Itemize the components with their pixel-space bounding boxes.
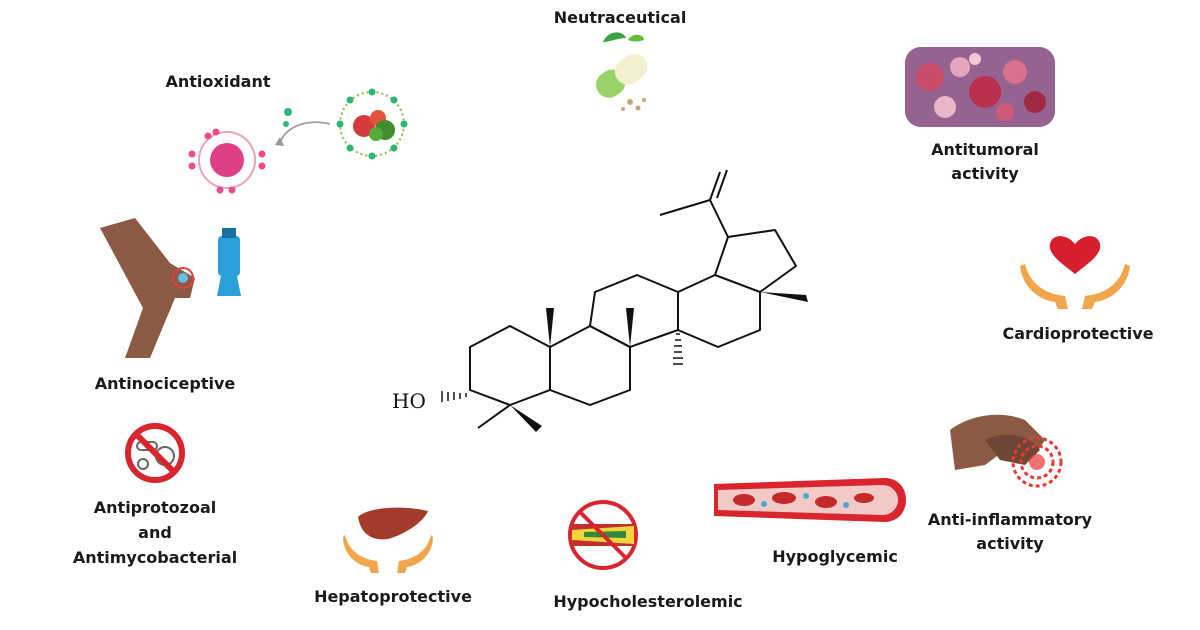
label-hepatoprotective: Hepatoprotective [314, 587, 472, 606]
knee-pain-cream-icon [100, 218, 241, 358]
hydroxyl-label: HO [392, 389, 426, 413]
label-antinociceptive: Antinociceptive [94, 374, 236, 393]
label-hypocholesterolemic: Hypocholesterolemic [553, 592, 743, 611]
antioxidant-atom-icon [188, 88, 408, 194]
label-antioxidant: Antioxidant [165, 72, 271, 91]
label-hypoglycemic: Hypoglycemic [772, 547, 898, 566]
blood-vessel-icon [714, 478, 906, 522]
label-antitumoral-line2: activity [951, 164, 1019, 183]
tumor-cells-image [905, 47, 1055, 127]
label-neutraceutical: Neutraceutical [553, 8, 687, 27]
no-bacteria-icon [125, 423, 185, 483]
label-antiprotozoal-line2: and [138, 523, 172, 542]
label-anti-inflammatory-line1: Anti-inflammatory [927, 510, 1093, 529]
capsule-leaf-icon [596, 32, 648, 111]
label-cardioprotective: Cardioprotective [1002, 324, 1154, 343]
liver-hands-icon [343, 507, 433, 573]
label-antiprotozoal-line1: Antiprotozoal [93, 498, 217, 517]
heart-hands-icon [1020, 236, 1130, 309]
clogged-artery-icon [568, 500, 638, 570]
label-antiprotozoal-line3: Antimycobacterial [72, 548, 238, 567]
label-antitumoral-line1: Antitumoral [931, 140, 1039, 159]
lupeol-structure: HO [392, 169, 808, 432]
label-anti-inflammatory-line2: activity [976, 534, 1044, 553]
inflamed-hand-icon [950, 414, 1063, 488]
